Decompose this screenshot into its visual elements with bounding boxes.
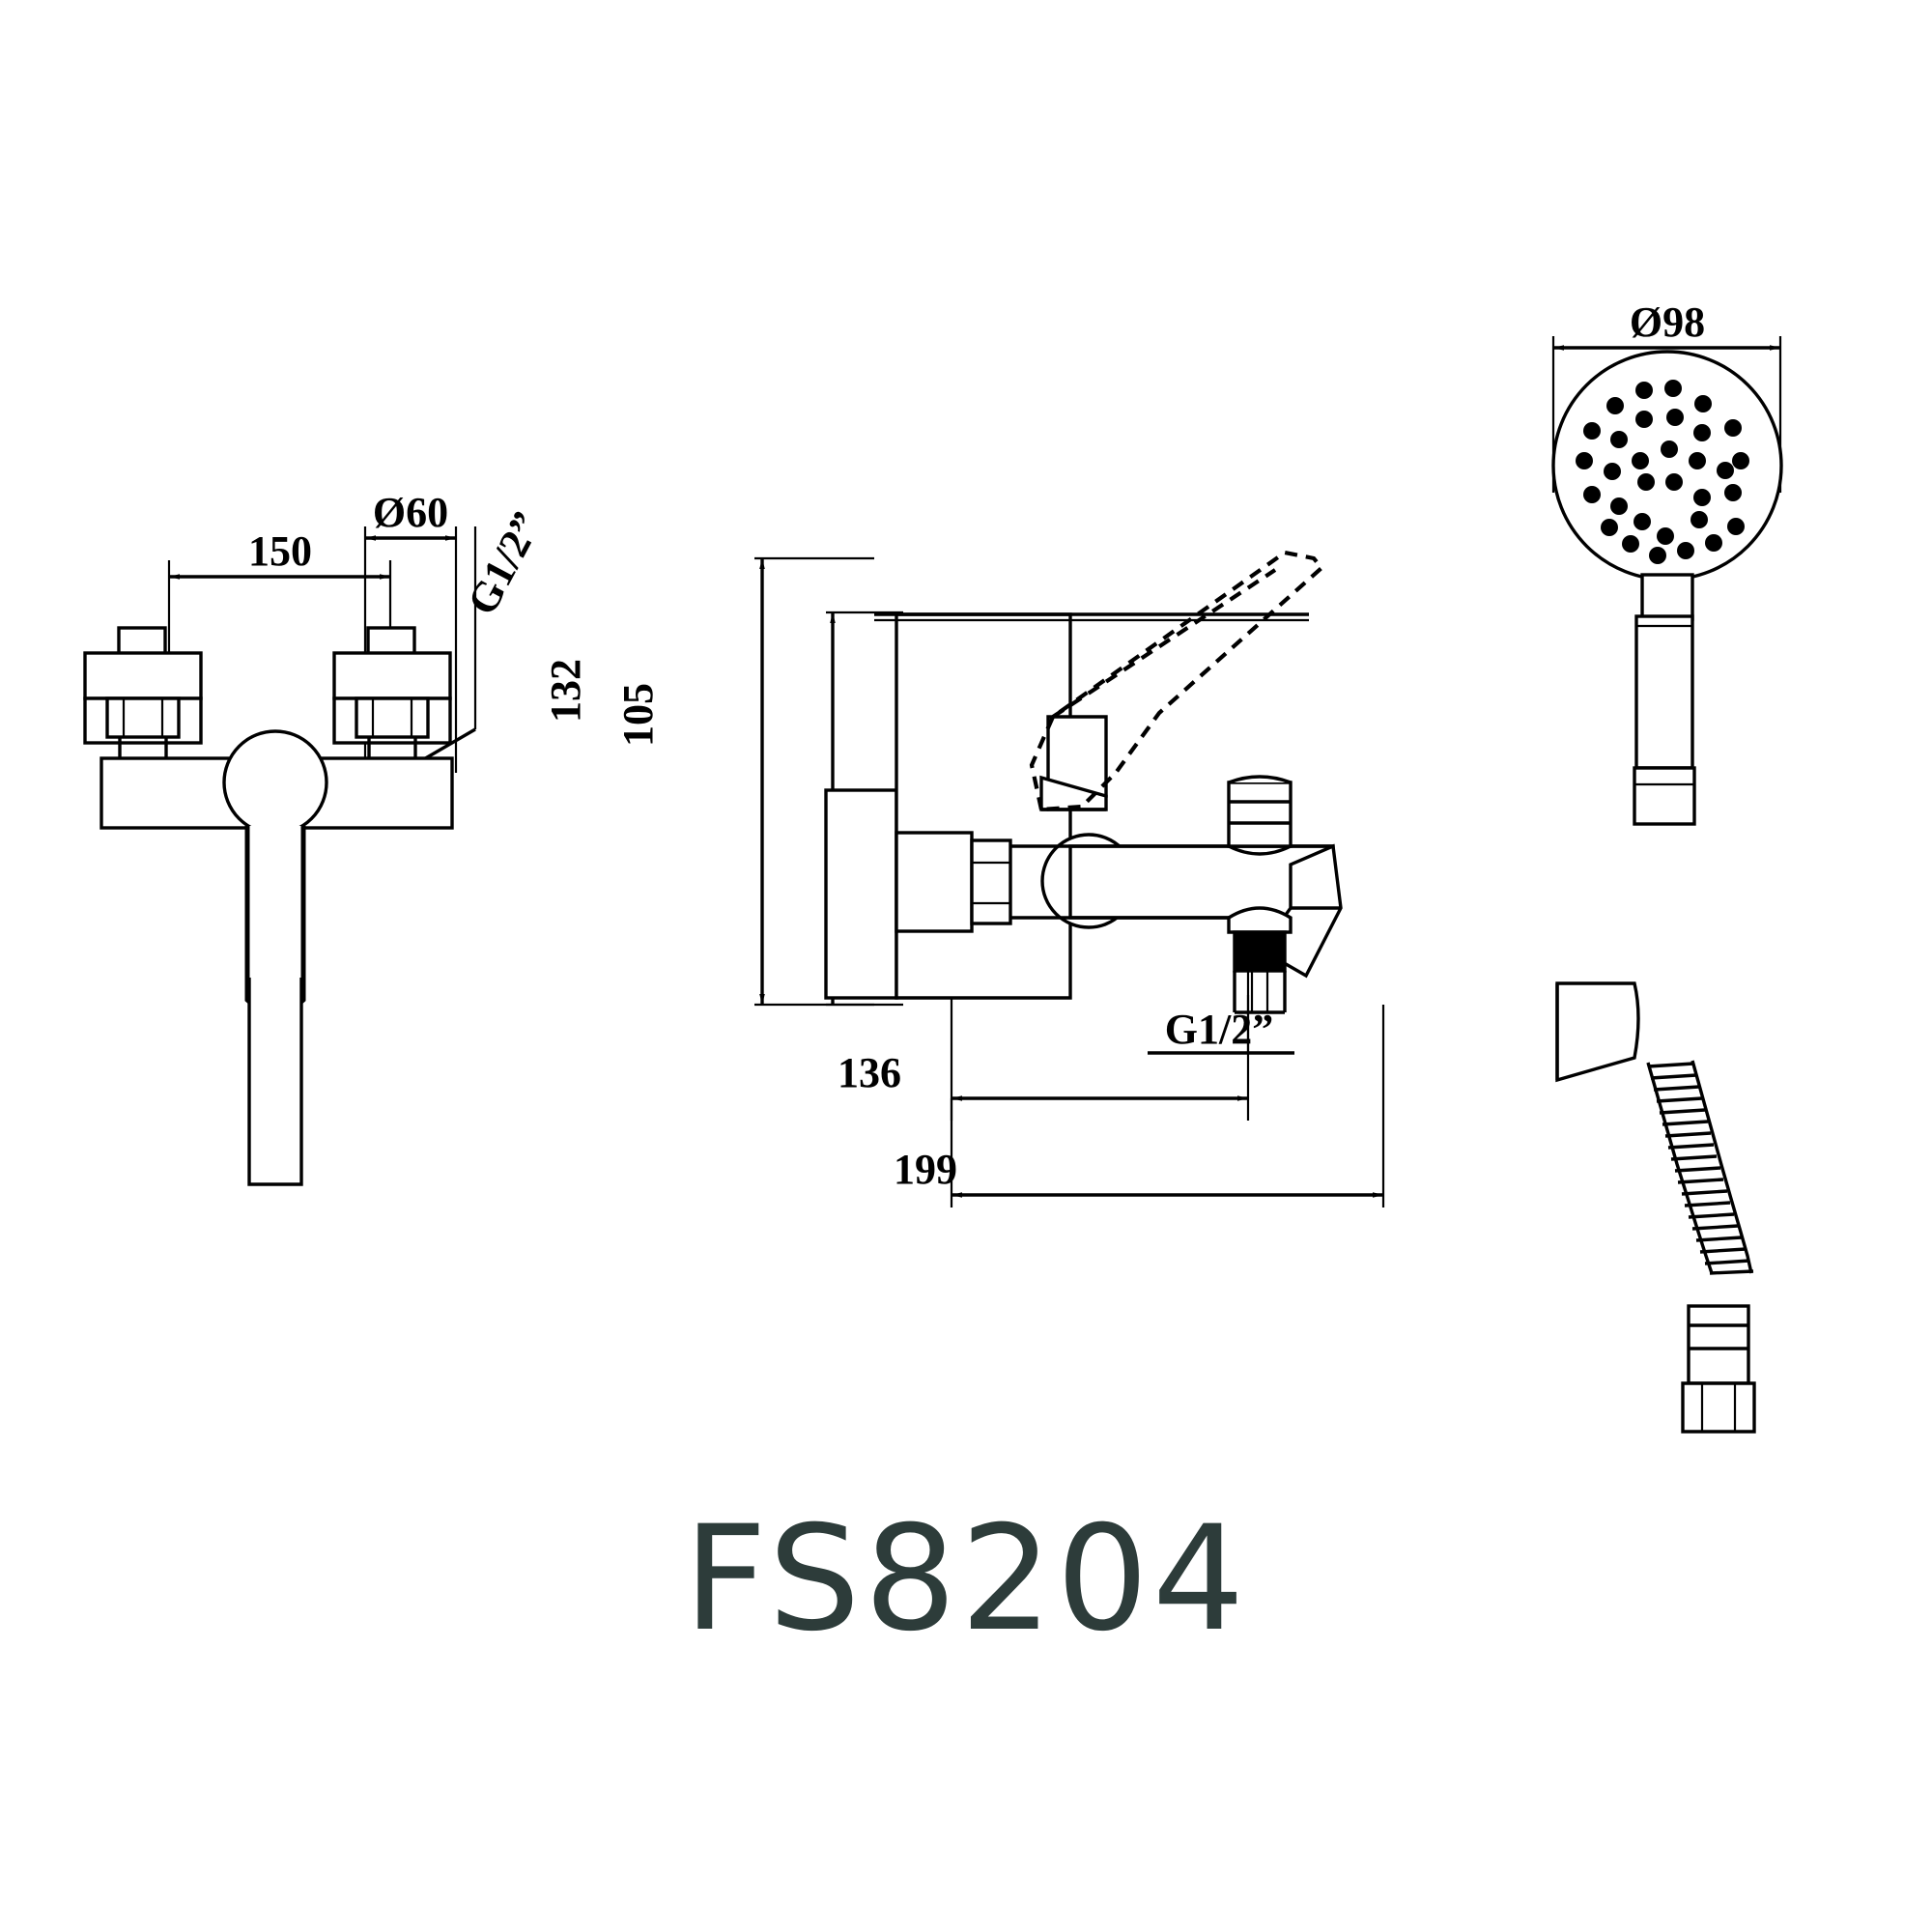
product-title: FS8204: [683, 1495, 1249, 1663]
dimension-199: [950, 1005, 1385, 1208]
side-diverter-knob: [1227, 775, 1293, 856]
shower-nozzles: [1576, 380, 1749, 564]
dimension-label-105: 105: [614, 683, 662, 747]
side-view: [754, 550, 1385, 1208]
leader-g12-front: [421, 526, 477, 762]
side-knob: [895, 831, 1012, 933]
side-handle-dashed: [1029, 550, 1324, 812]
dimension-label-136: 136: [838, 1049, 901, 1096]
shower-holder: [1555, 981, 1640, 1083]
front-view: [83, 526, 477, 1186]
side-wall-plate: [824, 788, 898, 1000]
shower-handle: [1633, 614, 1696, 826]
shower-hose: [1646, 1060, 1756, 1434]
hose-ribs: [1647, 1062, 1754, 1275]
dimension-label-g12-front: G1/2”: [458, 504, 551, 622]
dimension-label-132: 132: [542, 659, 589, 723]
dimension-label-199: 199: [894, 1146, 957, 1193]
dimension-label-d60: Ø60: [373, 489, 448, 536]
product-title-block: FS8204: [0, 1507, 1932, 1652]
front-handle: [222, 729, 328, 1186]
side-shower-outlet: [1227, 906, 1293, 1014]
side-handle-solid: [1039, 715, 1108, 811]
front-right-pillar: [332, 626, 452, 778]
handshower-view: [1551, 336, 1783, 1434]
dimension-label-150: 150: [248, 527, 312, 575]
shower-head: [1551, 350, 1783, 582]
dimension-label-d98: Ø98: [1630, 298, 1705, 346]
front-left-pillar: [83, 626, 203, 778]
leader-g12-side: [1148, 995, 1294, 1055]
shower-neck: [1640, 573, 1694, 621]
dimension-label-g12-side: G1/2”: [1165, 1006, 1273, 1053]
